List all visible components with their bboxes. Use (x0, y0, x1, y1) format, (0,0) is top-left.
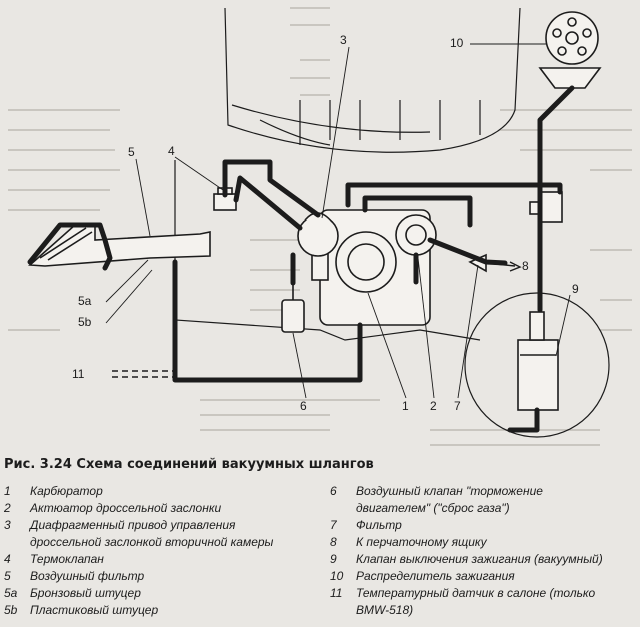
legend-text: BMW-518) (356, 603, 414, 617)
legend-number: 9 (330, 552, 337, 566)
callout-5b: 5b (78, 315, 92, 329)
legend-text: Воздушный клапан "торможение (356, 484, 543, 498)
secondary-throttle-actuator (297, 212, 339, 257)
vacuum-hoses (27, 85, 575, 433)
legend-text: Распределитель зажигания (356, 569, 515, 583)
legend-number: 5а (4, 586, 18, 600)
callout-1: 1 (402, 399, 409, 413)
legend-number: 3 (4, 518, 11, 532)
callout-8: 8 (522, 259, 529, 273)
callout-5a: 5а (78, 294, 92, 308)
callout-10: 10 (450, 36, 464, 50)
callout-2: 2 (430, 399, 437, 413)
legend-text: Актюатор дроссельной заслонки (30, 501, 222, 515)
distributor (538, 11, 602, 89)
legend-number: 1 (4, 484, 11, 498)
callout-numbers: 3 4 5 5а 5b 10 8 9 11 6 1 2 7 (72, 33, 579, 413)
legend-text: Диафрагменный привод управления (30, 518, 236, 532)
callout-3: 3 (340, 33, 347, 47)
legend-text: Бронзовый штуцер (30, 586, 141, 600)
legend-number: 2 (4, 501, 11, 515)
callout-7: 7 (454, 399, 461, 413)
carburettor (311, 209, 437, 326)
callout-5: 5 (128, 145, 135, 159)
legend-text: Температурный датчик в салоне (только (356, 586, 596, 600)
legend-number: 8 (330, 535, 337, 549)
legend-number: 10 (330, 569, 344, 583)
legend-text: Воздушный фильтр (30, 569, 145, 583)
callout-6: 6 (300, 399, 307, 413)
legend-text: Карбюратор (30, 484, 103, 498)
hose-to-cabin-sensor (112, 370, 175, 378)
legend-text: Клапан выключения зажигания (вакуумный) (356, 552, 603, 566)
legend-text: двигателем" ("сброс газа") (356, 501, 510, 515)
air-valve-engine-braking (281, 283, 305, 333)
legend: 1 Карбюратор 2 Актюатор дроссельной заслон… (4, 483, 636, 623)
callout-9: 9 (572, 282, 579, 296)
legend-number: 6 (330, 484, 337, 498)
background-text-lines (8, 7, 632, 446)
legend-number: 11 (330, 586, 343, 600)
legend-text: Пластиковый штуцер (30, 603, 159, 617)
legend-number: 5b (4, 603, 18, 617)
legend-number: 5 (4, 569, 11, 583)
figure-caption: Рис. 3.24 Схема соединений вакуумных шла… (4, 457, 374, 472)
legend-text: Фильтр (356, 518, 402, 532)
hose-to-glovebox (485, 261, 522, 272)
callout-11: 11 (72, 367, 85, 381)
legend-text: дроссельной заслонкой вторичной камеры (30, 535, 274, 549)
legend-number: 4 (4, 552, 11, 566)
callout-4: 4 (168, 144, 175, 158)
vacuum-hose-diagram: 3 4 5 5а 5b 10 8 9 11 6 1 2 7 (8, 7, 632, 446)
legend-text: Термоклапан (30, 552, 104, 566)
ignition-cutoff-valve (464, 191, 610, 438)
legend-text: К перчаточному ящику (356, 535, 487, 549)
callout-leaders (105, 43, 571, 399)
legend-number: 7 (330, 518, 337, 532)
